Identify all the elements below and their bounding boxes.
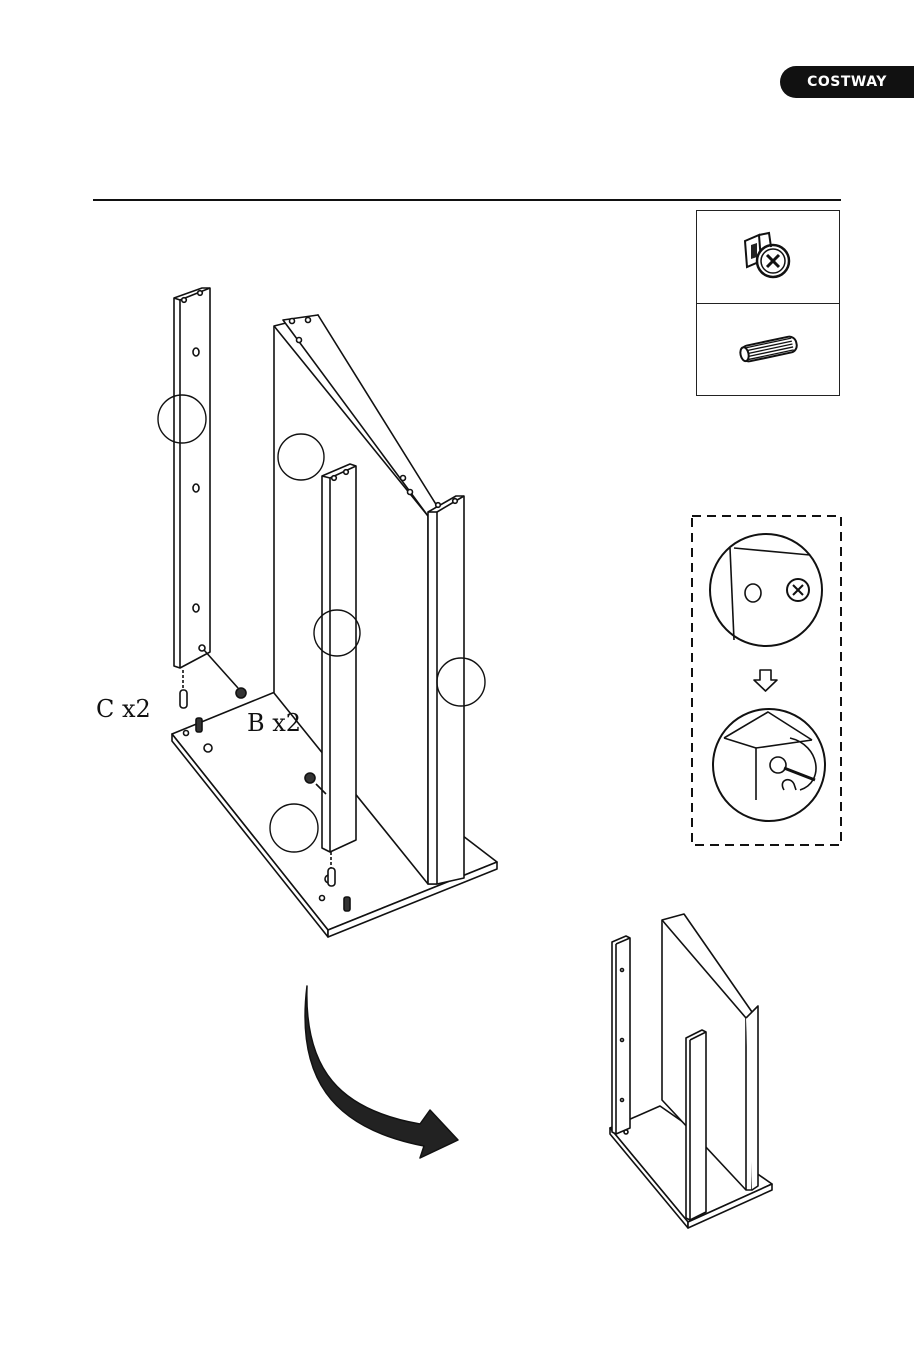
front-stile — [428, 496, 464, 884]
dowel-count-label: C x2 — [96, 695, 151, 723]
cam-count-label: B x2 — [247, 709, 301, 737]
down-arrow-icon — [754, 670, 777, 691]
detail-inset — [692, 516, 841, 845]
curved-arrow-icon — [305, 986, 458, 1158]
middle-stile — [322, 464, 356, 852]
assembled-result — [610, 914, 772, 1228]
left-stile — [174, 288, 210, 668]
